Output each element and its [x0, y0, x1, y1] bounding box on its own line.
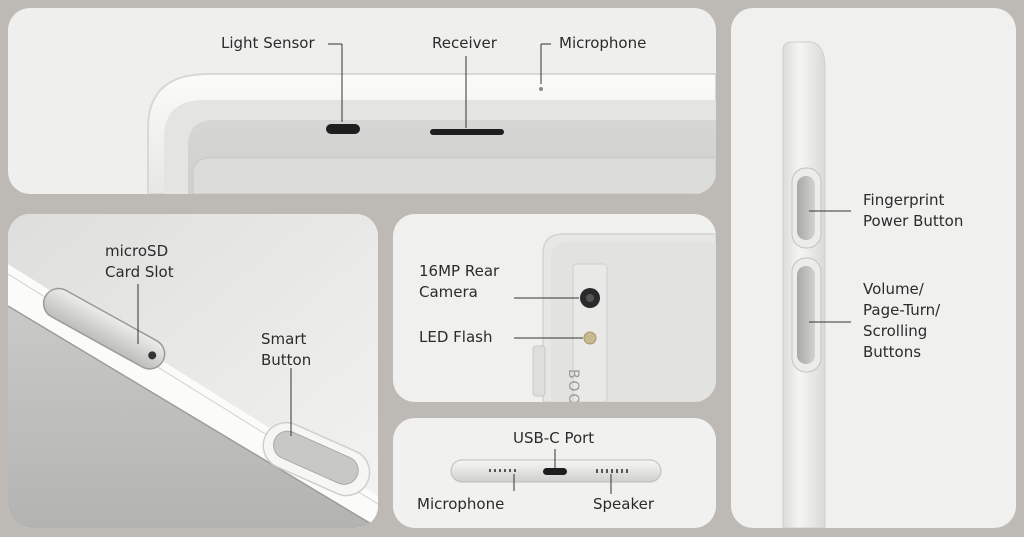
smart-button	[262, 421, 371, 497]
rear-camera-illustration	[514, 233, 716, 402]
device-top-bezel-illustration	[147, 43, 716, 194]
rear-camera-label: 16MP Rear Camera	[419, 262, 500, 301]
volume-buttons-label: Volume/ Page-Turn/ Scrolling Buttons	[863, 280, 941, 361]
microphone-hole	[539, 87, 543, 91]
device-edge-illustration	[8, 214, 378, 528]
fingerprint-power-label: Fingerprint Power Button	[863, 191, 964, 230]
side-buttons-panel: Fingerprint Power Button Volume/ Page-Tu…	[731, 8, 1016, 528]
microsd-label: microSD Card Slot	[105, 242, 174, 281]
speaker-grille	[596, 469, 628, 473]
bottom-edge-panel: USB-C Port Microphone Speaker	[393, 418, 716, 528]
receiver-label: Receiver	[432, 34, 497, 52]
led-flash	[583, 331, 597, 345]
top-microphone-label: Microphone	[559, 34, 647, 52]
brand-logo-text: BOO	[565, 369, 581, 402]
side-edge-panel: microSD Card Slot Smart Button	[8, 214, 378, 528]
bottom-microphone-holes	[489, 469, 516, 472]
speaker-label: Speaker	[593, 495, 655, 513]
bottom-microphone-label: Microphone	[417, 495, 505, 513]
front-top-panel: Light Sensor Receiver Microphone	[8, 8, 716, 194]
bottom-edge-illustration	[450, 449, 662, 494]
microsd-slot	[42, 287, 166, 370]
usb-c-port-label: USB-C Port	[513, 429, 595, 447]
device-side-illustration	[782, 41, 851, 528]
receiver-slot	[430, 129, 504, 135]
rear-camera-panel: 16MP Rear Camera LED Flash BOO	[393, 214, 716, 402]
fingerprint-power-button	[797, 176, 815, 240]
usb-c-port	[543, 468, 567, 475]
led-flash-label: LED Flash	[419, 328, 493, 346]
light-sensor-label: Light Sensor	[221, 34, 315, 52]
light-sensor-dot	[326, 124, 360, 134]
smart-button-label: Smart Button	[261, 330, 312, 369]
volume-button	[797, 266, 815, 364]
